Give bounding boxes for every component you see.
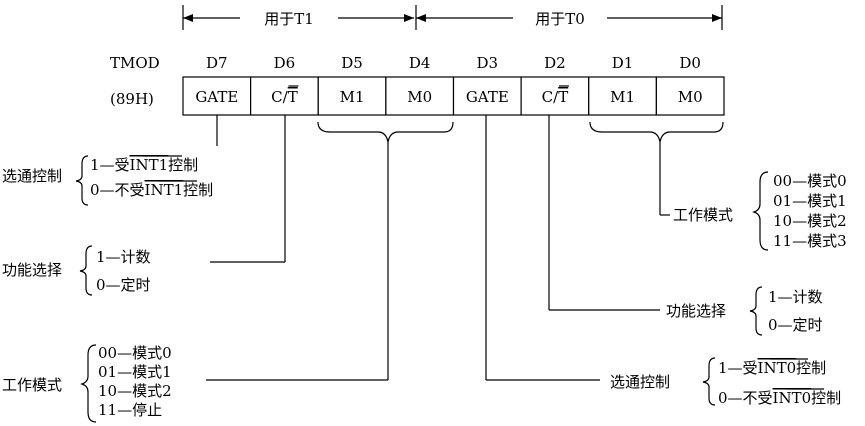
t0-mode-brace (752, 171, 769, 251)
t1-connectors (206, 115, 454, 381)
t0-ct-option-0: 0—定时 (768, 316, 823, 334)
register-cell-d5 (317, 76, 387, 116)
bit-name-d4: D4 (409, 54, 431, 72)
register-cell-text: M0 (407, 88, 432, 106)
t0-ct-brace (749, 286, 763, 336)
t1-mode-brace (80, 344, 97, 423)
t0-mode-option-00: 00—模式0 (773, 172, 847, 190)
t1-gate-option-1: 1—受INT1控制 (90, 156, 198, 174)
register-cell-d1 (588, 76, 657, 116)
register-cell-text: M1 (340, 88, 365, 106)
t1-ct-label: 功能选择 (2, 261, 62, 279)
t1-range-arrow (182, 5, 414, 30)
t0-gate-option-1: 1—受INT0控制 (718, 359, 826, 377)
t1-mode-label: 工作模式 (2, 376, 62, 394)
register-cell-text: GATE (466, 88, 509, 106)
register-cell-text: M0 (678, 88, 703, 106)
t1-gate-option-0: 0—不受INT1控制 (90, 181, 213, 199)
register-cell-d4 (385, 76, 455, 116)
bit-name-d1: D1 (612, 54, 634, 72)
register-cell-d7 (182, 76, 252, 116)
bit-name-d7: D7 (206, 54, 228, 72)
t0-gate-label: 选通控制 (610, 373, 670, 391)
register-cell-d3 (452, 76, 522, 116)
register-cell-text: C/T (542, 88, 569, 106)
register-cell-text: C/T (271, 88, 298, 106)
t0-mode-label: 工作模式 (673, 206, 733, 224)
t1-mode-option-00: 00—模式0 (98, 344, 172, 362)
bit-name-d6: D6 (274, 54, 296, 72)
t0-mode-option-11: 11—模式3 (773, 232, 847, 250)
t1-ct-option-1: 1—计数 (96, 248, 151, 266)
t0-connectors (485, 115, 724, 381)
register-cell-text: GATE (195, 88, 238, 106)
t1-mode-option-10: 10—模式2 (98, 382, 172, 400)
t0-gate-option-0: 0—不受INT0控制 (718, 389, 841, 407)
register-cell-d6 (250, 76, 319, 116)
t1-range-label: 用于T1 (264, 10, 314, 28)
bit-name-d2: D2 (544, 54, 566, 72)
t1-gate-brace (75, 155, 89, 206)
t0-ct-option-1: 1—计数 (768, 288, 823, 306)
t1-mode-option-01: 01—模式1 (98, 363, 172, 381)
register-cell-text: M1 (610, 88, 635, 106)
t1-gate-label: 选通控制 (2, 167, 62, 185)
t0-mode-option-01: 01—模式1 (773, 192, 847, 210)
register-address: (89H) (110, 90, 154, 108)
t0-range-arrow (415, 5, 723, 30)
register-cell-d2 (520, 76, 590, 116)
t0-range-label: 用于T0 (535, 10, 585, 28)
bit-name-d0: D0 (679, 54, 701, 72)
register-name: TMOD (110, 54, 160, 72)
register-cell-d0 (655, 76, 725, 116)
t0-gate-brace (702, 357, 716, 406)
bit-name-d5: D5 (341, 54, 363, 72)
t1-mode-option-11: 11—停止 (98, 401, 162, 419)
bit-name-d3: D3 (477, 54, 499, 72)
t0-ct-label: 功能选择 (666, 302, 726, 320)
t1-ct-option-0: 0—定时 (96, 276, 151, 294)
t1-ct-brace (79, 245, 93, 296)
t0-mode-option-10: 10—模式2 (773, 212, 847, 230)
